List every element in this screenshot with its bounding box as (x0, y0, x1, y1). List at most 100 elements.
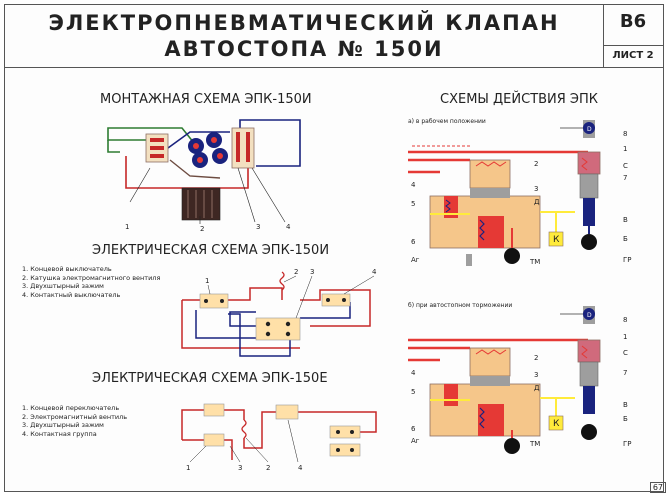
label: 8 (623, 130, 627, 138)
two-pin-clamp (275, 404, 299, 420)
legend-150e-item: 1. Концевой переключатель (22, 404, 120, 412)
contact-point (350, 448, 354, 452)
e150i-label: 1 (205, 277, 209, 285)
label: 4 (411, 181, 416, 189)
leader-line (207, 284, 211, 295)
label: С (623, 162, 628, 170)
e150i-label: 2 (294, 268, 298, 276)
label: 8 (623, 316, 627, 324)
leader-line (287, 419, 299, 463)
title-line-2: АВТОСТОПА № 150И (164, 37, 444, 61)
contact-point (336, 430, 340, 434)
e150e-label: 4 (298, 464, 303, 472)
valve-seat (444, 384, 458, 406)
label: 7 (623, 369, 627, 377)
legend-150i: 1. Концевой выключатель 2. Катушка элект… (22, 265, 160, 299)
label: 5 (411, 388, 415, 396)
label: ТМ (529, 440, 540, 448)
label: Б (623, 235, 628, 243)
label: В (623, 401, 628, 409)
k-label: К (553, 419, 560, 429)
contact-point (220, 299, 224, 303)
pin (265, 321, 271, 327)
label: 2 (534, 354, 538, 362)
legend-150e-item: 4. Контактная группа (22, 429, 97, 438)
leader-line (189, 445, 207, 463)
chamber (478, 404, 504, 436)
pin (265, 331, 271, 337)
wire-red (300, 289, 371, 327)
label: С (623, 349, 628, 357)
label: Аг (411, 256, 420, 264)
two-pin-clamp (255, 317, 301, 341)
wire-blue (239, 119, 301, 167)
mounting-scheme: 1 2 3 4 (107, 119, 301, 233)
d-element (583, 308, 595, 320)
wire-red (125, 156, 249, 189)
sheet-number: ЛИСТ 2 (603, 45, 663, 61)
contact (236, 132, 240, 162)
wire-blue (195, 310, 256, 339)
contact-point (336, 448, 340, 452)
label: 6 (411, 425, 416, 433)
contact (246, 132, 250, 162)
action-scheme-braking: б) при автостопном торможении К D 4 5 6 … (408, 302, 632, 454)
wire-blue (228, 313, 291, 357)
sheet-code: В6 (619, 11, 647, 32)
mount-label: 3 (256, 223, 260, 231)
label: ГР (623, 440, 632, 448)
wire-red (228, 287, 283, 301)
mounting-scheme-title: МОНТАЖНАЯ СХЕМА ЭПК-150И (100, 92, 312, 107)
terminal (150, 138, 164, 142)
page-number: 67 (649, 482, 666, 493)
terminal-dot (193, 143, 199, 149)
leader-line (245, 437, 269, 463)
contact-group (329, 443, 361, 457)
label: 1 (623, 145, 627, 153)
title-line-1: ЭЛЕКТРОПНЕВМАТИЧЕСКИЙ КЛАПАН (48, 11, 560, 35)
label: В (623, 216, 628, 224)
wire-red (224, 439, 233, 460)
sheet-tag: В6 ЛИСТ 2 (603, 5, 663, 68)
label: Б (623, 415, 628, 423)
d-element (583, 122, 595, 134)
label: 1 (623, 333, 627, 341)
wire-blue (300, 302, 351, 319)
tm-reservoir (504, 248, 520, 264)
valve-stem (579, 361, 599, 387)
wire-blue (167, 131, 230, 149)
e150i-label: 3 (310, 268, 314, 276)
spring (479, 407, 485, 429)
pin (285, 321, 291, 327)
leader-line (251, 167, 286, 223)
electrical-scheme-150i: 1 2 3 4 (181, 268, 377, 357)
label: Аг (411, 437, 420, 445)
label: Д (534, 198, 540, 206)
electromagnet (577, 151, 601, 175)
d-label: D (587, 126, 592, 133)
legend-150i-item: 2. Катушка электромагнитного вентиля (22, 273, 161, 282)
valve-stem (579, 173, 599, 199)
legend-150e: 1. Концевой переключатель 2. Электромагн… (22, 404, 127, 438)
contact-group (329, 425, 361, 439)
label: ГР (623, 256, 632, 264)
action-schemes-title: СХЕМЫ ДЕЙСТВИЯ ЭПК (440, 92, 599, 107)
mount-label: 1 (125, 223, 129, 231)
contact-switch (321, 293, 351, 307)
valve-coil (241, 419, 247, 439)
legend-150i-item: 1. Концевой выключатель (22, 265, 112, 273)
legend-150i-item: 4. Контактный выключатель (22, 290, 121, 299)
spring (475, 161, 507, 167)
wire-blue (229, 311, 256, 327)
reservoir-b (581, 234, 597, 250)
contact-switch-block (231, 127, 255, 169)
label: 5 (411, 200, 415, 208)
terminal (150, 154, 164, 158)
contact-point (204, 299, 208, 303)
coil-symbol (279, 271, 285, 291)
electromagnet (577, 339, 601, 363)
legend-150e-item: 3. Двухштырный зажим (22, 421, 104, 429)
d-label: D (587, 312, 592, 319)
tm-reservoir (504, 438, 520, 454)
